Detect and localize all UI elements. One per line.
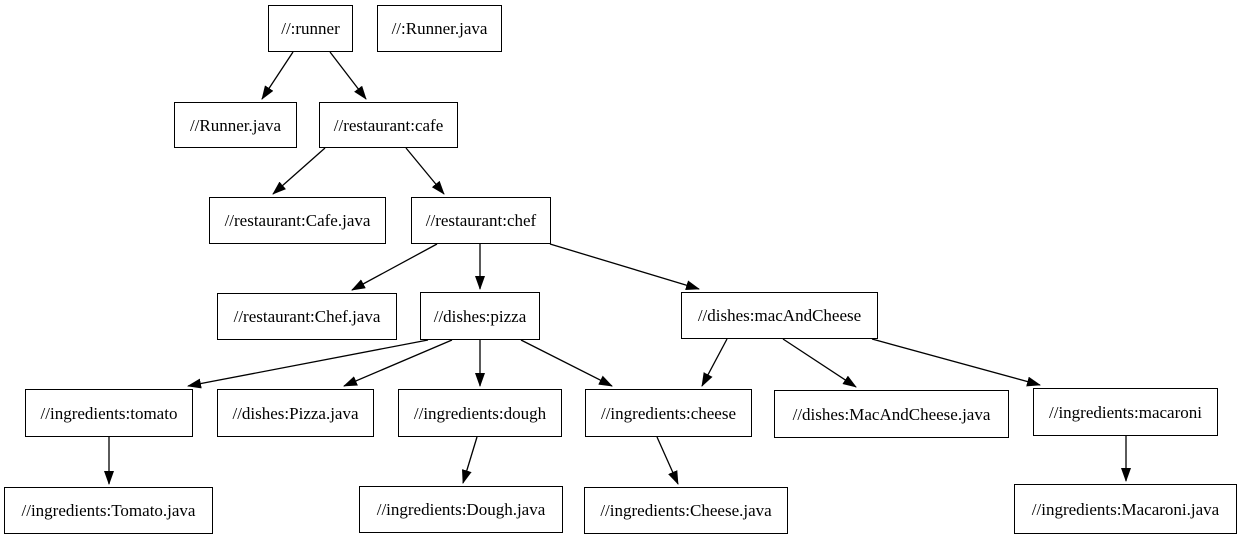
graph-node-cafe-java: //restaurant:Cafe.java — [209, 197, 386, 244]
graph-node-label: //restaurant:cafe — [333, 115, 444, 135]
graph-edge-cheese-to-cheese-java — [656, 436, 679, 485]
graph-edge-mac-and-cheese-to-macaroni — [871, 338, 1041, 387]
graph-node-label: //restaurant:Cafe.java — [224, 211, 371, 230]
graph-node-label: //ingredients:tomato — [40, 403, 178, 423]
graph-node-label: //dishes:pizza — [433, 306, 527, 326]
graph-node-dough: //ingredients:dough — [398, 389, 562, 437]
graph-node-mac-and-cheese-java: //dishes:MacAndCheese.java — [774, 390, 1009, 438]
graph-node-label: //dishes:MacAndCheese.java — [792, 404, 991, 424]
graph-node-macaroni-java: //ingredients:Macaroni.java — [1014, 484, 1237, 534]
graph-node-label: //ingredients:Macaroni.java — [1031, 499, 1220, 519]
graph-node-label: //ingredients:Dough.java — [376, 500, 546, 519]
graph-node-label: //ingredients:macaroni — [1049, 402, 1202, 422]
graph-edge-mac-and-cheese-to-mac-and-cheese-java — [782, 338, 857, 388]
graph-edge-cafe-to-cafe-java — [272, 147, 326, 195]
graph-node-label: //ingredients:dough — [413, 403, 547, 423]
graph-node-label: //ingredients:cheese — [600, 403, 736, 423]
graph-node-label: //restaurant:chef — [425, 211, 537, 230]
graph-node-label: //dishes:macAndCheese — [697, 306, 862, 325]
graph-node-cheese-java: //ingredients:Cheese.java — [584, 487, 788, 534]
graph-node-dough-java: //ingredients:Dough.java — [359, 486, 563, 533]
graph-node-label: //:Runner.java — [391, 19, 488, 38]
graph-edge-chef-to-chef-java — [351, 243, 438, 291]
graph-edge-dough-to-dough-java — [462, 436, 478, 484]
graph-edge-cafe-to-chef — [405, 147, 445, 195]
graph-node-label: //dishes:Pizza.java — [232, 403, 359, 423]
graph-edge-runner-to-cafe — [329, 51, 367, 100]
graph-node-chef-java: //restaurant:Chef.java — [217, 293, 397, 340]
graph-node-cheese: //ingredients:cheese — [585, 389, 752, 437]
graph-node-mac-and-cheese: //dishes:macAndCheese — [681, 292, 878, 339]
graph-node-label: //:runner — [281, 19, 340, 38]
graph-node-macaroni: //ingredients:macaroni — [1033, 388, 1218, 436]
graph-edge-mac-and-cheese-to-cheese — [701, 338, 728, 387]
graph-node-label: //restaurant:Chef.java — [233, 307, 381, 326]
edges-group — [104, 51, 1131, 485]
graph-node-label: //ingredients:Tomato.java — [21, 501, 196, 520]
graph-node-label: //ingredients:Cheese.java — [600, 501, 772, 520]
graph-node-tomato: //ingredients:tomato — [25, 389, 193, 437]
graph-edge-pizza-to-cheese — [520, 339, 613, 387]
graph-node-runner-java-root: //:Runner.java — [377, 5, 502, 52]
graph-node-cafe: //restaurant:cafe — [319, 102, 458, 148]
graph-node-label: //Runner.java — [189, 115, 282, 135]
graph-node-pizza-java: //dishes:Pizza.java — [217, 389, 374, 437]
graph-node-runner: //:runner — [268, 5, 353, 52]
graph-edge-runner-to-runner-java — [261, 51, 294, 100]
graph-node-pizza: //dishes:pizza — [420, 292, 540, 340]
graph-edge-pizza-to-pizza-java — [343, 339, 453, 387]
graph-node-runner-java: //Runner.java — [174, 102, 297, 148]
graph-edge-pizza-to-tomato — [187, 339, 429, 389]
graph-node-chef: //restaurant:chef — [411, 197, 551, 244]
graph-edge-chef-to-mac-and-cheese — [549, 243, 700, 291]
graph-node-tomato-java: //ingredients:Tomato.java — [4, 487, 213, 534]
